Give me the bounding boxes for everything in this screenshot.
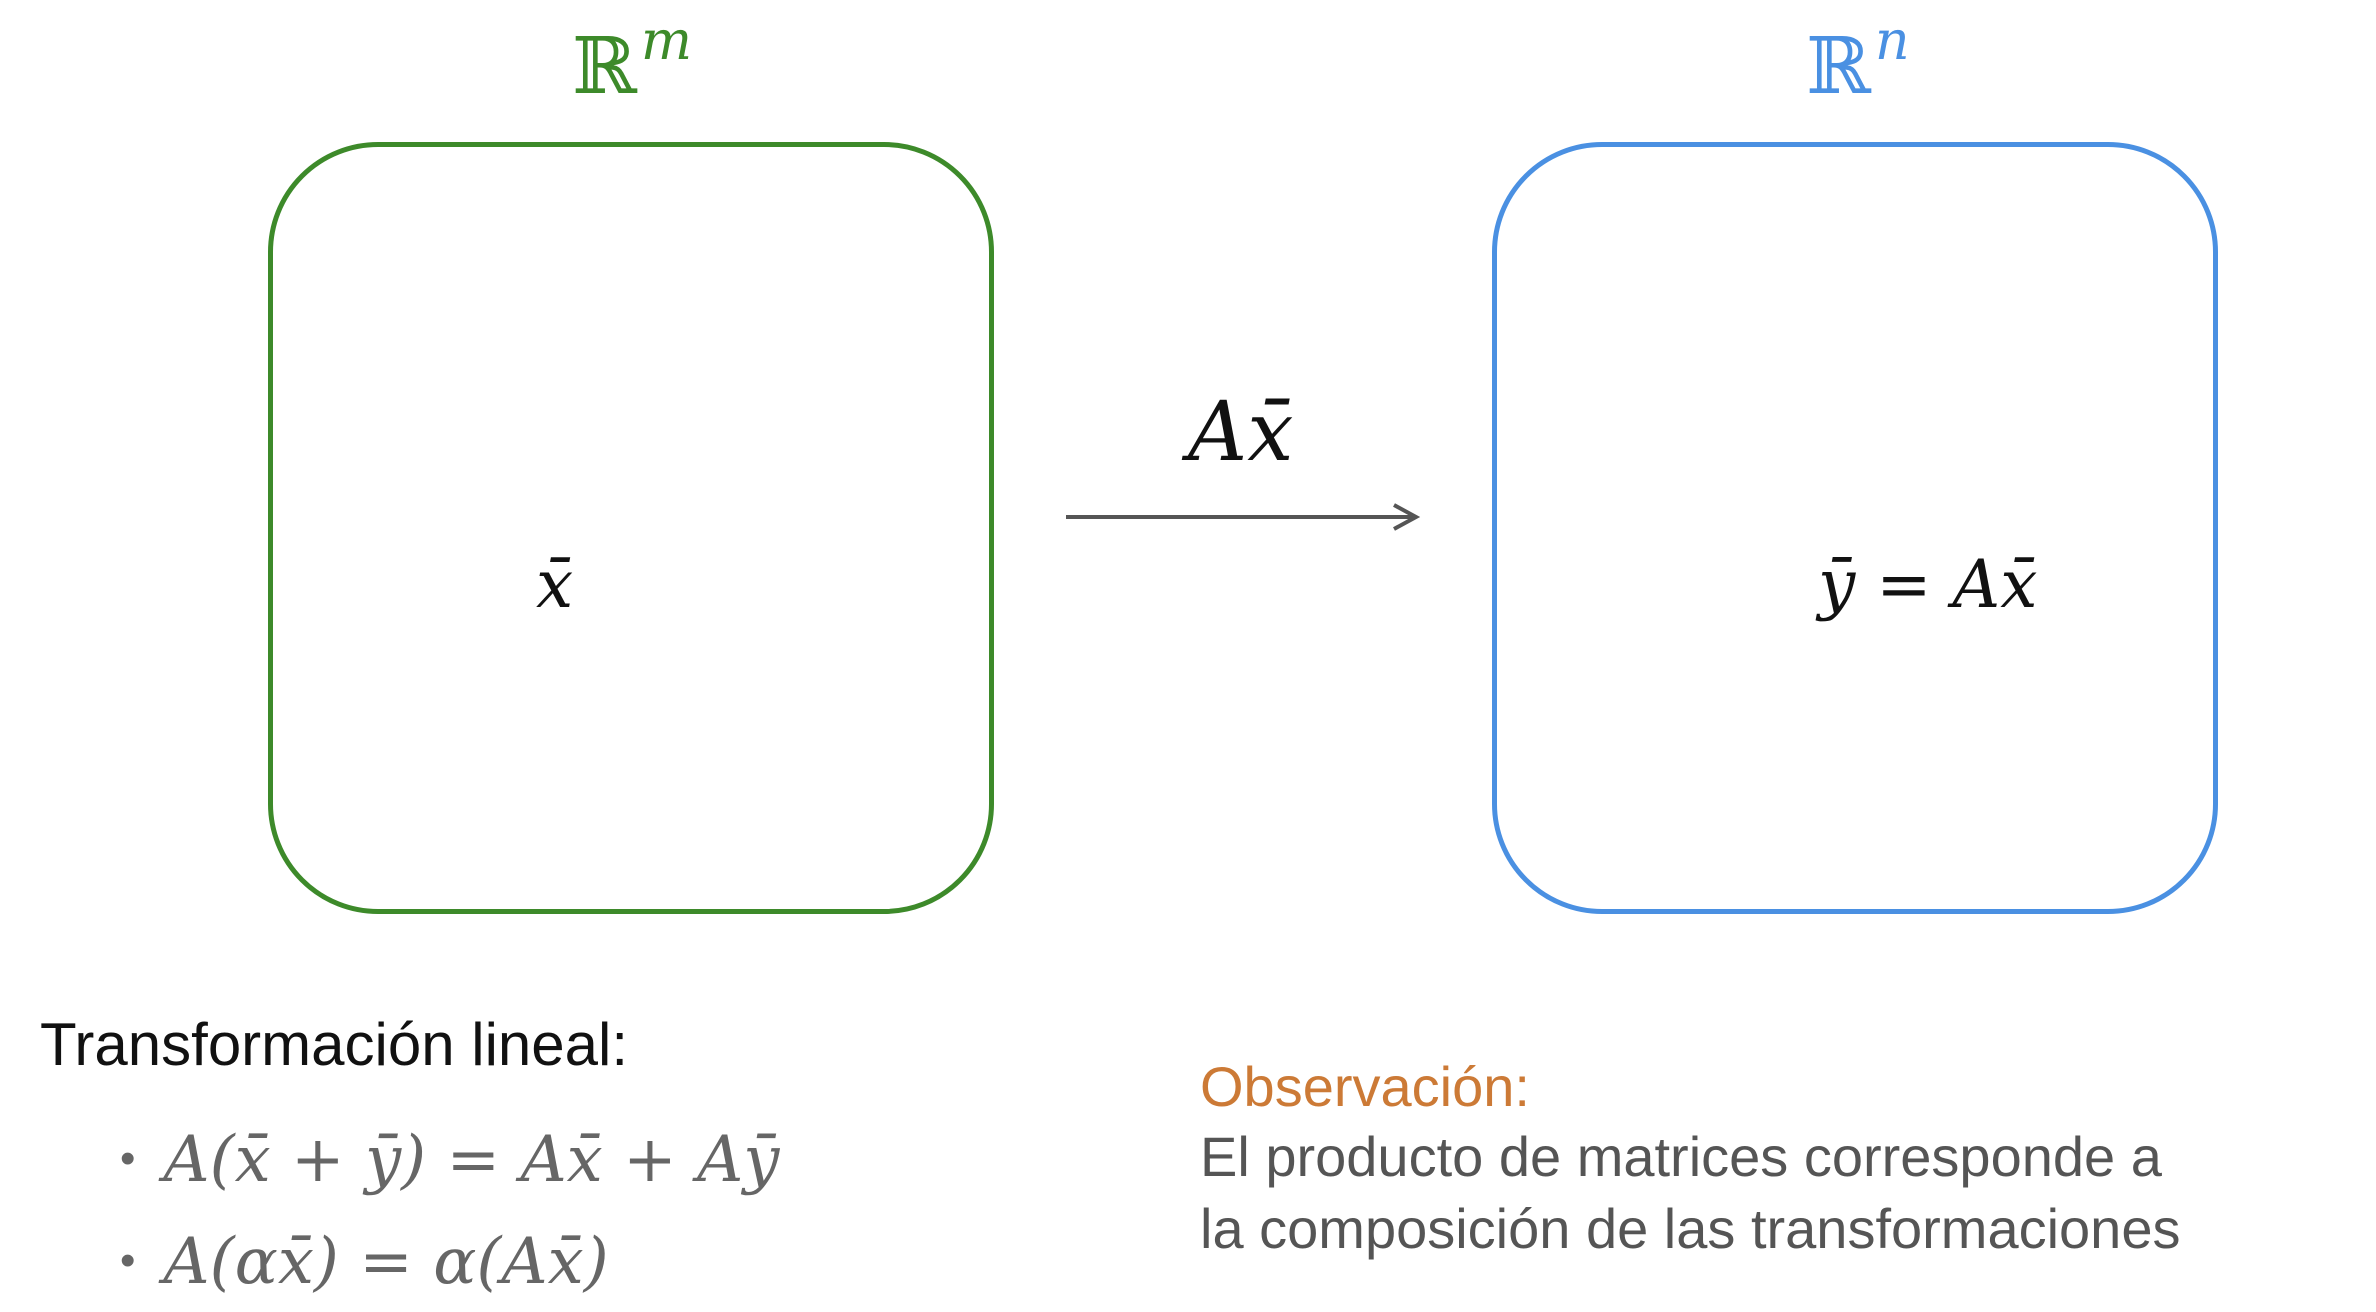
codomain-space-box — [1492, 142, 2218, 914]
domain-space-box — [268, 142, 994, 914]
observation-title: Observación: — [1200, 1055, 1530, 1118]
property-expression: A(x̄ + ȳ) = Ax̄ + Aȳ — [163, 1123, 780, 1197]
mapping-arrow-head — [1393, 503, 1421, 531]
property-homogeneity: •A(αx̄) = α(Ax̄) — [120, 1230, 609, 1294]
codomain-space-label: ℝn — [1806, 14, 1910, 107]
mapping-arrow — [1066, 503, 1421, 531]
bullet-icon: • — [120, 1134, 136, 1183]
codomain-space-symbol: ℝ — [1806, 22, 1871, 112]
codomain-vector: ȳ = Ax̄ — [1818, 546, 2038, 623]
codomain-space-exponent: n — [1874, 9, 1910, 72]
domain-space-exponent: m — [640, 9, 693, 72]
bullet-icon: • — [120, 1236, 136, 1285]
domain-space-symbol: ℝ — [572, 22, 637, 112]
property-additivity: •A(x̄ + ȳ) = Ax̄ + Aȳ — [120, 1128, 779, 1192]
domain-vector: x̄ — [536, 546, 574, 623]
property-expression: A(αx̄) = α(Ax̄) — [163, 1225, 609, 1299]
linear-transformation-heading: Transformación lineal: — [40, 1011, 629, 1078]
observation-line: El producto de matrices corresponde a — [1200, 1125, 2162, 1188]
observation-line: la composición de las transformaciones — [1200, 1197, 2181, 1260]
domain-space-label: ℝm — [572, 14, 692, 107]
arrow-label: Ax̄ — [1188, 385, 1294, 480]
